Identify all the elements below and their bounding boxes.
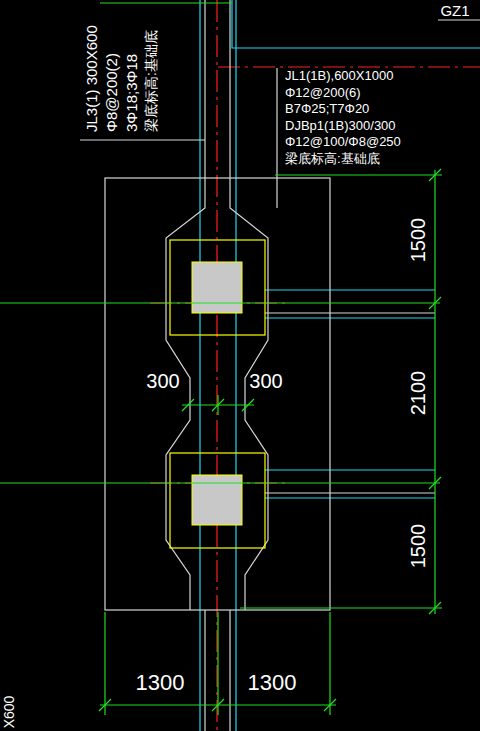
beam-note: JL3(1) 300X600 (84, 25, 101, 132)
dimension-lines (0, 3, 442, 715)
dimension-text: 300 (249, 370, 282, 392)
beam-note: Φ8@200(2) (104, 53, 121, 132)
beam-note: 梁底标高:基础底 (144, 30, 159, 132)
beam-note: Φ12@100/Φ8@250 (285, 135, 401, 149)
beam-note: JL1(1B),600X1000 (285, 69, 393, 83)
dimension-text: 1500 (407, 218, 429, 263)
axis-lines (150, 0, 480, 731)
beam-note: DJBp1(1B)300/300 (285, 118, 396, 132)
beam-note: Φ12@200(6) (285, 85, 361, 99)
beam-note: 梁底标高:基础底 (285, 151, 380, 165)
dimension-text: 1300 (248, 671, 297, 695)
dimension-text: X600 (2, 696, 17, 729)
dimension-text: 1500 (407, 524, 429, 569)
beam-note: 3Φ18;3Φ18 (124, 54, 141, 132)
dimension-text: 1300 (136, 671, 185, 695)
dimension-text: 300 (146, 370, 179, 392)
beam-note: B7Φ25;T7Φ20 (285, 102, 369, 116)
footing-outline (80, 0, 480, 731)
dimension-text: 2100 (407, 371, 429, 416)
column-caps (170, 240, 265, 548)
column-tag: GZ1 (440, 3, 469, 20)
beam-edge-lines (200, 0, 480, 731)
